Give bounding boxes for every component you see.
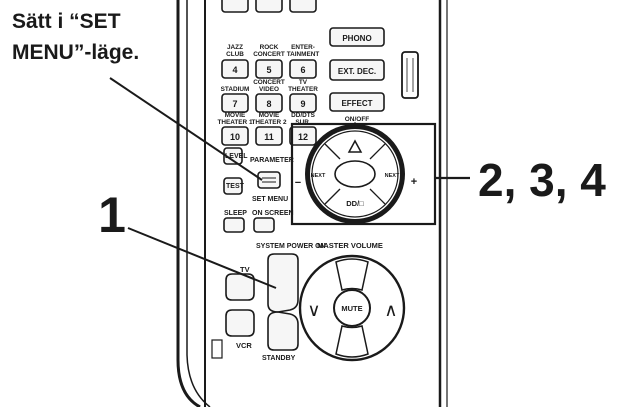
dpad-highlight-box — [290, 122, 437, 226]
key-label: 8 — [266, 99, 271, 109]
dpad-control[interactable]: DD/□ NEXT NEXT − + — [295, 122, 417, 224]
key-10[interactable]: MOVIE THEATER 1 10 — [217, 112, 253, 146]
function-keys: LEVEL PARAMETER TEST SET MENU SLEEP ON S… — [223, 147, 294, 233]
test-button[interactable] — [223, 177, 243, 195]
dpad-right-label: NEXT — [385, 173, 400, 179]
key-label: 10 — [230, 132, 240, 142]
dpad-down-label: DD/□ — [346, 199, 364, 208]
side-slot — [401, 51, 419, 99]
mute-button[interactable] — [333, 289, 371, 327]
master-volume-control[interactable]: MASTER VOLUME MUTE ∨ ∧ — [298, 241, 406, 362]
dpad-center-button[interactable] — [334, 160, 376, 188]
vcr-button[interactable] — [225, 309, 255, 337]
plus-label: + — [411, 176, 417, 188]
svg-text:THEATER 1: THEATER 1 — [217, 119, 252, 126]
phono-label: PHONO — [342, 34, 371, 43]
master-volume-label: MASTER VOLUME — [317, 241, 383, 250]
ext-dec-label: EXT. DEC. — [338, 67, 376, 76]
svg-text:CONCERT: CONCERT — [253, 79, 285, 86]
instruction-line-2: MENU”-läge. — [12, 41, 139, 64]
number-keypad: JAZZ CLUB 4 ROCK CONCERT 5 ENTER- TAINME… — [217, 44, 320, 146]
tv-button[interactable] — [225, 273, 255, 301]
system-power-on-label: SYSTEM POWER ON — [256, 243, 326, 250]
instruction-line-1: Sätt i “SET — [12, 10, 121, 33]
svg-text:CLUB: CLUB — [226, 51, 244, 58]
svg-text:TV: TV — [299, 79, 308, 86]
key-label: 11 — [264, 132, 274, 142]
set-menu-button[interactable] — [257, 171, 281, 189]
key-label: 4 — [232, 65, 237, 75]
right-column-keys: PHONO EXT. DEC. EFFECT ON/OFF — [329, 27, 385, 123]
vcr-label: VCR — [236, 341, 252, 350]
power-section: SYSTEM POWER ON TV VCR STANDBY — [225, 243, 326, 362]
key-8[interactable]: CONCERT VIDEO 8 — [253, 79, 285, 113]
svg-text:CONCERT: CONCERT — [253, 51, 285, 58]
svg-text:THEATER: THEATER — [288, 86, 318, 93]
key-7[interactable]: STADIUM 7 — [221, 86, 250, 113]
sleep-button[interactable] — [223, 217, 245, 233]
parameter-label: PARAMETER — [250, 157, 294, 164]
svg-text:VIDEO: VIDEO — [259, 86, 279, 93]
standby-button[interactable] — [267, 311, 299, 351]
level-button[interactable] — [223, 147, 243, 165]
svg-text:ROCK: ROCK — [260, 44, 279, 51]
on-screen-button[interactable] — [253, 217, 275, 233]
svg-text:SUR.: SUR. — [295, 119, 310, 126]
svg-text:TAINMENT: TAINMENT — [287, 51, 320, 58]
tv-label: TV — [240, 265, 250, 274]
ext-dec-button[interactable] — [329, 59, 385, 81]
key-6[interactable]: ENTER- TAINMENT 6 — [287, 44, 320, 79]
volume-down-label: ∨ — [307, 300, 320, 320]
top-row-keys — [221, 0, 317, 13]
phono-button[interactable] — [329, 27, 385, 47]
key-label: 6 — [300, 65, 305, 75]
key-label: 7 — [232, 99, 237, 109]
dpad-left-label: NEXT — [311, 173, 326, 179]
minus-label: − — [295, 177, 301, 189]
svg-text:MOVIE: MOVIE — [259, 112, 280, 119]
svg-text:THEATER 2: THEATER 2 — [251, 119, 286, 126]
sleep-label: SLEEP — [224, 210, 247, 217]
callout-leaders — [109, 77, 470, 289]
on-off-label: ON/OFF — [345, 116, 370, 123]
step-1-label: 1 — [98, 187, 126, 243]
mute-label: MUTE — [341, 304, 362, 313]
effect-label: EFFECT — [341, 99, 372, 108]
key-label: 12 — [298, 132, 308, 142]
standby-label: STANDBY — [262, 355, 296, 362]
remote-body — [176, 0, 448, 407]
key-4[interactable]: JAZZ CLUB 4 — [221, 44, 249, 79]
steps-2-3-4-label: 2, 3, 4 — [478, 154, 606, 206]
on-screen-label: ON SCREEN — [252, 210, 294, 217]
key-5[interactable]: ROCK CONCERT 5 — [253, 44, 285, 79]
svg-text:DD/DTS: DD/DTS — [291, 112, 316, 119]
key-label: 5 — [266, 65, 271, 75]
power-on-button[interactable] — [267, 253, 299, 313]
test-label: TEST — [226, 183, 245, 190]
key-12[interactable]: DD/DTS SUR. 12 — [289, 112, 317, 146]
svg-text:MOVIE: MOVIE — [225, 112, 246, 119]
set-menu-label: SET MENU — [252, 196, 288, 203]
volume-up-label: ∧ — [384, 300, 397, 320]
effect-button[interactable] — [329, 92, 385, 112]
key-9[interactable]: TV THEATER 9 — [288, 79, 318, 113]
svg-text:STADIUM: STADIUM — [221, 86, 250, 93]
level-label: LEVEL — [225, 153, 248, 160]
key-11[interactable]: MOVIE THEATER 2 11 — [251, 112, 287, 146]
svg-text:JAZZ: JAZZ — [227, 44, 243, 51]
key-label: 9 — [300, 99, 305, 109]
svg-text:ENTER-: ENTER- — [291, 44, 315, 51]
play-icon — [347, 139, 363, 153]
